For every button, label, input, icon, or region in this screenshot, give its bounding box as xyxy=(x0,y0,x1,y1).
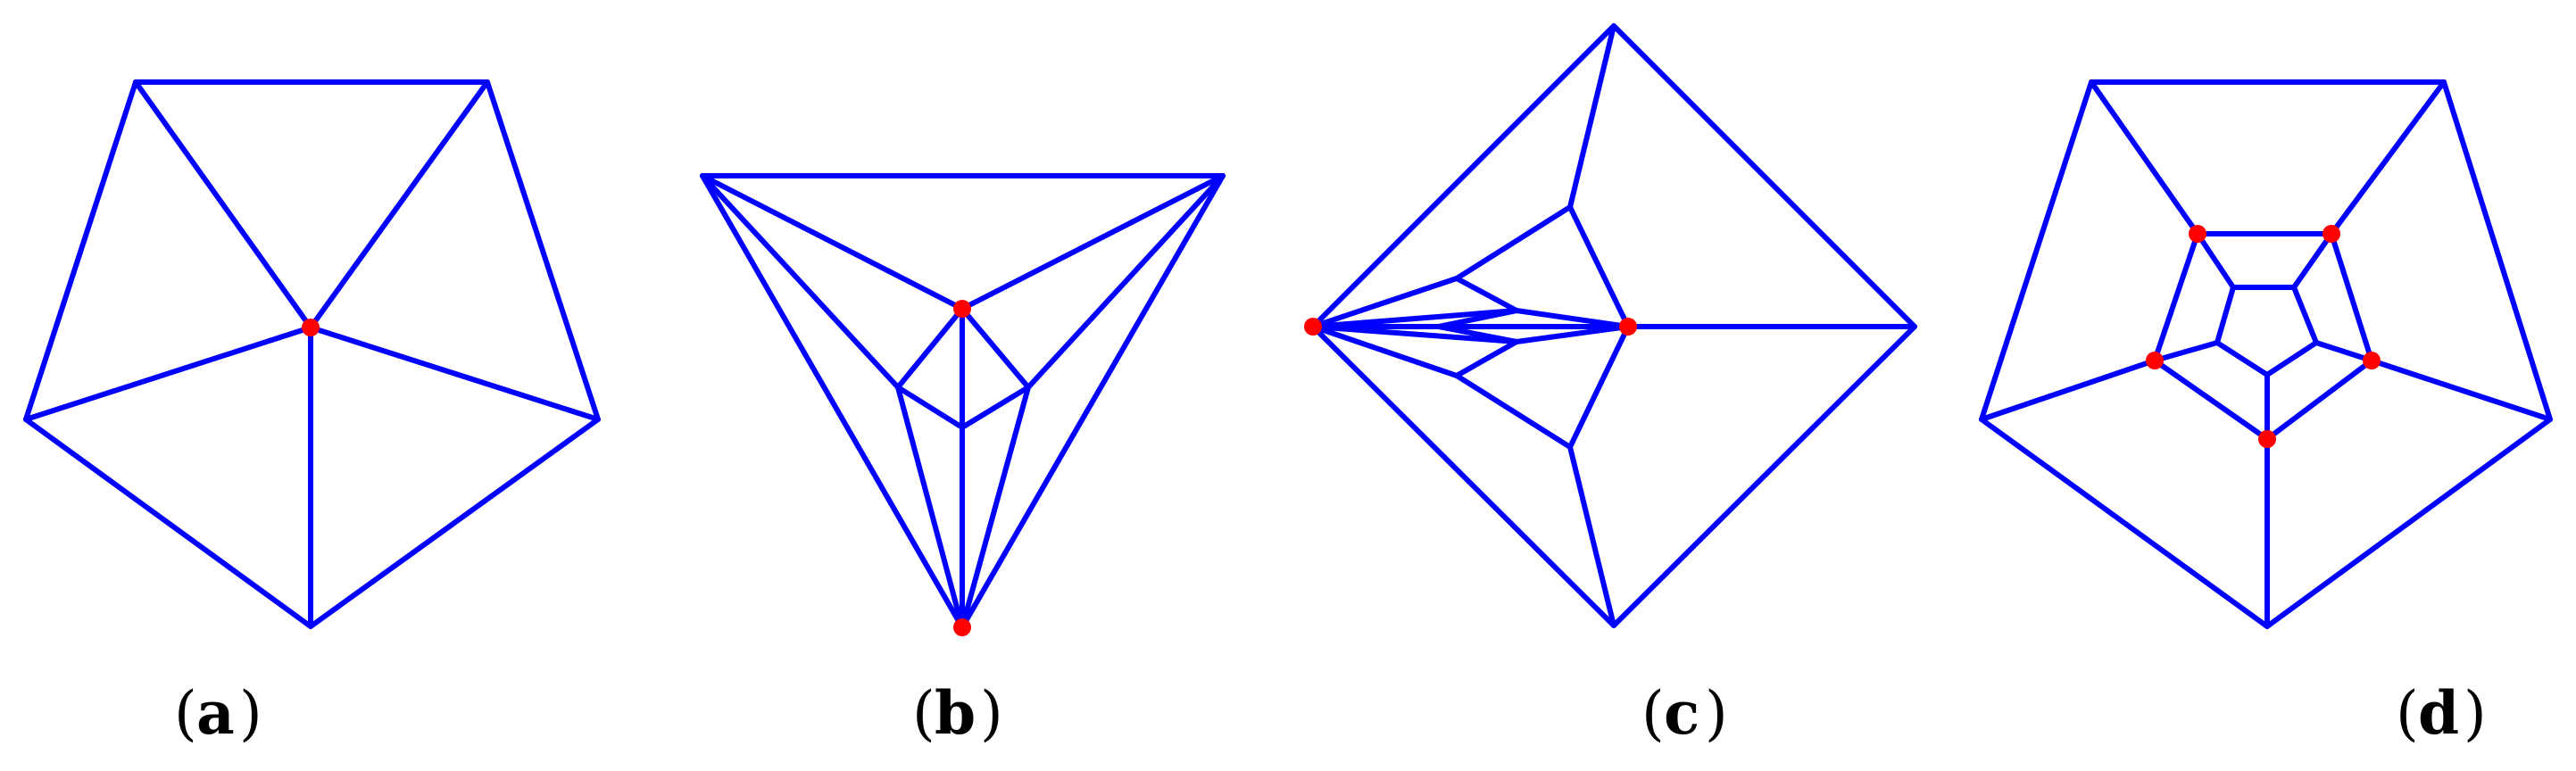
panel-c-edge xyxy=(1454,276,1519,313)
svg-text:(: ( xyxy=(2396,679,2419,748)
svg-text:): ) xyxy=(1705,679,1728,748)
panel-c-edge xyxy=(1567,324,1631,450)
svg-text:(: ( xyxy=(1641,679,1665,748)
panel-d-vertex xyxy=(2363,352,2381,369)
panel-c-edges xyxy=(1310,23,1917,628)
svg-text:(: ( xyxy=(912,679,935,748)
caption-a: ( a ) xyxy=(174,678,262,748)
panel-d-vertex xyxy=(2189,225,2206,243)
panel-a-spoke xyxy=(133,79,313,330)
panel-b-edge xyxy=(960,173,1226,311)
panel-b-edge xyxy=(960,306,1031,390)
panel-c-edge xyxy=(1454,339,1519,378)
panel-d-vertex xyxy=(2146,352,2164,369)
caption-a-label: a xyxy=(196,678,235,748)
caption-b-label: b xyxy=(935,678,976,748)
panel-b-edge xyxy=(960,385,1031,630)
panel-d-vertex xyxy=(2323,225,2340,243)
panel-d-middle-pentagon xyxy=(2152,231,2374,442)
panel-d-edge xyxy=(2314,340,2374,363)
panel-a-spoke xyxy=(23,325,313,422)
panel-b-graph xyxy=(700,173,1226,636)
panel-a-edges xyxy=(23,79,601,629)
panel-d-edge xyxy=(1979,358,2157,422)
panel-c-left-vertex xyxy=(1304,318,1322,336)
panel-c-edge xyxy=(1514,308,1631,329)
caption-d: ( d ) xyxy=(2396,678,2487,748)
panel-d-inner-pentagon xyxy=(2215,285,2319,377)
panel-c-edge xyxy=(1310,308,1519,329)
caption-d-label: d xyxy=(2418,678,2459,748)
panel-d-edge xyxy=(2291,231,2334,290)
panel-a-center-vertex xyxy=(302,319,320,336)
panel-d-edge xyxy=(2089,79,2200,236)
panel-b-bottom-vertex xyxy=(953,618,971,636)
panel-b-edge xyxy=(700,173,965,311)
panel-c-edge xyxy=(1310,276,1459,329)
panel-a-graph xyxy=(23,79,601,629)
panel-c-edge xyxy=(1454,204,1573,281)
panel-a-spoke xyxy=(308,325,601,422)
panel-b-edge xyxy=(960,385,1031,430)
panel-b-top-vertex xyxy=(953,300,971,318)
panel-c-edge xyxy=(1454,373,1573,450)
panel-b-edge xyxy=(700,173,901,390)
panel-d-graph xyxy=(1979,79,2553,629)
panel-d-edge xyxy=(2152,340,2220,363)
svg-text:): ) xyxy=(2464,679,2487,748)
panel-b-outer-triangle xyxy=(700,173,1226,630)
panel-c-edge xyxy=(1514,324,1631,344)
panel-c-edge xyxy=(1310,324,1519,344)
panel-b-edge xyxy=(1026,173,1226,390)
panel-c-edge xyxy=(1567,444,1616,628)
panel-b-edges xyxy=(700,173,1226,630)
svg-text:): ) xyxy=(239,679,262,748)
panel-c-edge xyxy=(1567,204,1631,329)
panel-b-edge xyxy=(895,306,965,390)
caption-c-label: c xyxy=(1664,678,1699,748)
panel-d-edges xyxy=(1979,79,2553,629)
panel-d-outer-pentagon xyxy=(1979,79,2553,629)
panel-d-edge xyxy=(2329,79,2447,236)
panel-d-edge xyxy=(2195,231,2236,290)
panel-c-edge xyxy=(1310,324,1459,378)
panel-c-graph xyxy=(1304,23,1917,628)
panel-a-outer-pentagon xyxy=(23,79,601,629)
panel-b-edge xyxy=(895,385,965,430)
panel-c-edge xyxy=(1567,23,1616,210)
caption-b: ( b ) xyxy=(912,678,1003,748)
panel-d-vertex xyxy=(2258,430,2276,448)
panel-a-spoke xyxy=(308,79,490,330)
svg-text:): ) xyxy=(980,679,1003,748)
panel-d-edge xyxy=(2369,358,2553,422)
panel-c-center-vertex xyxy=(1619,318,1637,336)
caption-c: ( c ) xyxy=(1641,678,1728,748)
svg-text:(: ( xyxy=(174,679,197,748)
panel-b-edge xyxy=(895,385,965,630)
